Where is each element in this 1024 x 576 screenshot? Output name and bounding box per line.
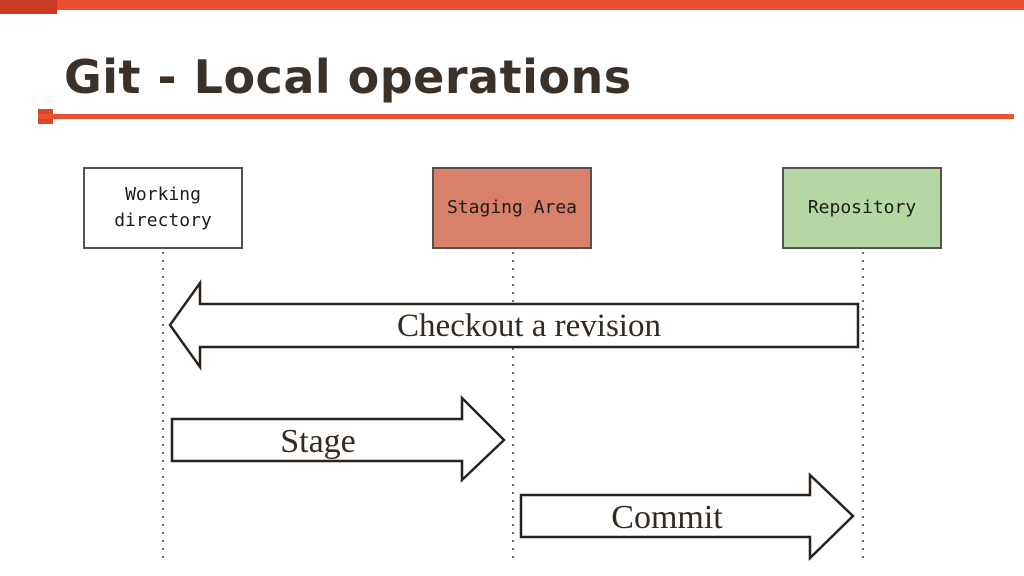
commit-arrow-label: Commit: [611, 499, 723, 536]
checkout-arrow-label: Checkout a revision: [397, 308, 661, 344]
stage-arrow: Stage: [170, 394, 506, 483]
repository-lifeline: [862, 252, 864, 560]
stage-arrow-label: Stage: [280, 423, 356, 460]
checkout-arrow: Checkout a revision: [168, 279, 860, 371]
repository-box: Repository: [782, 167, 942, 249]
title-rule-line: [38, 114, 1014, 119]
top-accent-bar-cap: [0, 0, 57, 14]
checkout-arrow-shape: [168, 279, 860, 371]
staging-area-lifeline: [512, 252, 514, 560]
staging-area-label: Staging Area: [446, 197, 578, 218]
repository-label: Repository: [807, 197, 917, 218]
commit-arrow: Commit: [519, 472, 855, 561]
staging-area-box: Staging Area: [432, 167, 592, 249]
page-title: Git - Local operations: [64, 50, 632, 104]
commit-arrow-shape: [519, 472, 855, 561]
working-directory-lifeline: [162, 252, 164, 560]
stage-arrow-shape: [170, 394, 506, 483]
working-directory-label-line2: directory: [114, 210, 212, 231]
working-directory-label-line1: Working: [125, 184, 201, 205]
top-accent-bar: [0, 0, 1024, 10]
working-directory-box: Working directory: [83, 167, 243, 249]
